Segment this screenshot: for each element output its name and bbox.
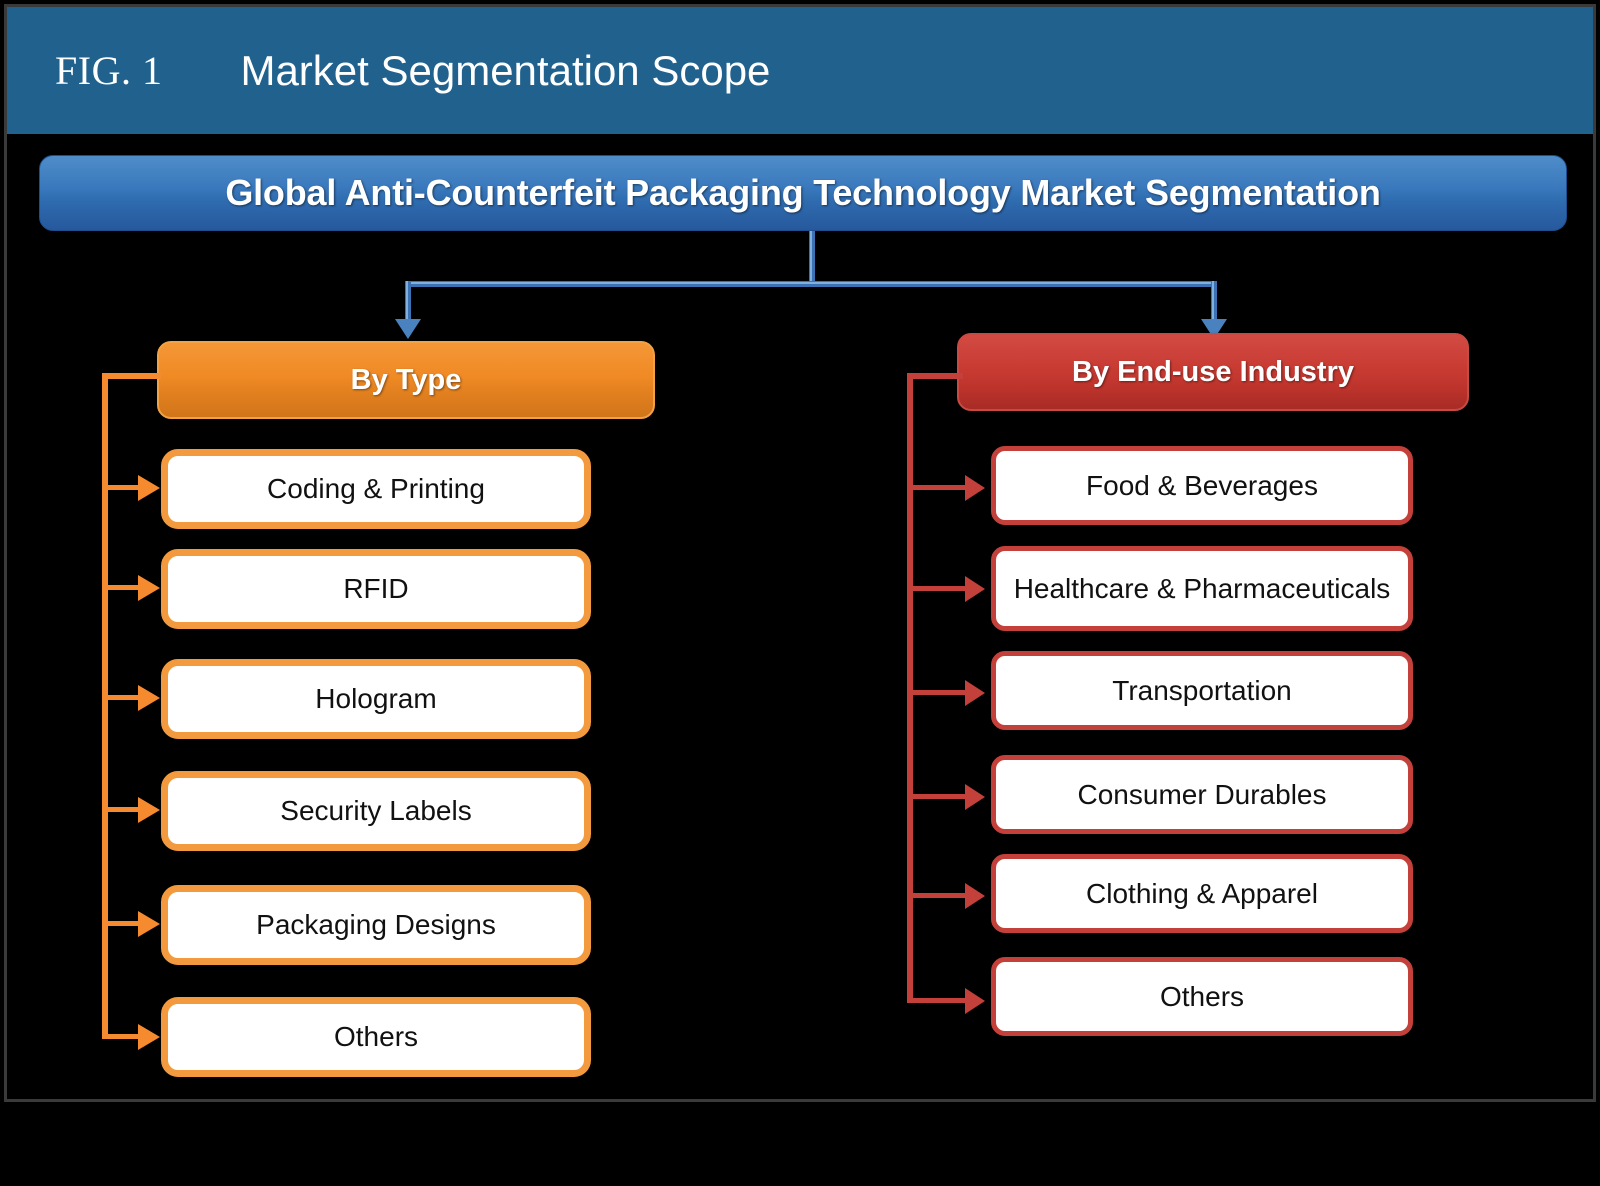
- connector-arrow-left-icon: [395, 319, 421, 339]
- by-industry-item-label: Others: [1159, 980, 1245, 1012]
- by-type-item-label: Others: [333, 1021, 419, 1053]
- by-type-branch-arrow-icon: [138, 1024, 160, 1050]
- by-industry-item-box[interactable]: Clothing & Apparel: [991, 854, 1413, 933]
- by-industry-item-box[interactable]: Food & Beverages: [991, 446, 1413, 525]
- market-segmentation-title-box: Global Anti-Counterfeit Packaging Techno…: [39, 155, 1567, 231]
- by-industry-branch-arrow-icon: [965, 784, 985, 810]
- by-type-branch-arm: [106, 695, 148, 700]
- by-type-branch-arm: [106, 1034, 148, 1039]
- by-type-item-box[interactable]: Hologram: [161, 659, 591, 739]
- by-type-branch-arrow-icon: [138, 797, 160, 823]
- connector-horizontal-bar: [405, 281, 1217, 287]
- by-industry-branch-arrow-icon: [965, 576, 985, 602]
- by-type-spine-top: [102, 373, 161, 379]
- by-type-branch-arrow-icon: [138, 685, 160, 711]
- by-industry-item-box[interactable]: Consumer Durables: [991, 755, 1413, 834]
- by-industry-branch-arm: [911, 690, 967, 695]
- by-industry-item-box[interactable]: Transportation: [991, 651, 1413, 730]
- by-type-branch-arm: [106, 585, 148, 590]
- by-type-branch-arm: [106, 485, 148, 490]
- by-type-branch-arm: [106, 921, 148, 926]
- section-header-by-end-use-industry[interactable]: By End-use Industry: [957, 333, 1469, 411]
- figure-header-band: FIG. 1 Market Segmentation Scope: [7, 7, 1593, 134]
- by-type-item-box[interactable]: Coding & Printing: [161, 449, 591, 529]
- by-type-item-label: Packaging Designs: [256, 909, 496, 941]
- by-type-spine-vertical: [102, 373, 108, 1039]
- by-type-branch-arrow-icon: [138, 575, 160, 601]
- by-industry-item-label: Transportation: [1112, 674, 1292, 706]
- by-industry-branch-arm: [911, 893, 967, 898]
- figure-caption: Market Segmentation Scope: [240, 46, 771, 94]
- section-header-by-type-label: By Type: [350, 363, 462, 396]
- by-industry-branch-arrow-icon: [965, 883, 985, 909]
- by-type-item-box[interactable]: Others: [161, 997, 591, 1077]
- by-industry-branch-arrow-icon: [965, 475, 985, 501]
- by-type-branch-arrow-icon: [138, 911, 160, 937]
- by-industry-branch-arm: [911, 485, 967, 490]
- by-industry-item-box[interactable]: Others: [991, 957, 1413, 1036]
- by-type-item-label: Coding & Printing: [267, 473, 485, 505]
- by-industry-item-label: Food & Beverages: [1086, 469, 1318, 501]
- by-industry-branch-arrow-icon: [965, 680, 985, 706]
- by-type-item-label: Security Labels: [280, 795, 472, 827]
- by-type-item-label: Hologram: [315, 683, 437, 715]
- by-industry-item-label: Clothing & Apparel: [1086, 877, 1318, 909]
- by-industry-item-box[interactable]: Healthcare & Pharmaceuticals: [991, 546, 1413, 631]
- by-industry-branch-arm: [911, 586, 967, 591]
- figure-frame: FIG. 1 Market Segmentation Scope Global …: [4, 4, 1596, 1102]
- market-segmentation-title-text: Global Anti-Counterfeit Packaging Techno…: [225, 172, 1381, 213]
- connector-drop-left: [405, 281, 411, 323]
- by-type-item-box[interactable]: Packaging Designs: [161, 885, 591, 965]
- by-industry-item-label: Consumer Durables: [1077, 778, 1327, 810]
- by-industry-branch-arrow-icon: [965, 988, 985, 1014]
- by-industry-item-label: Healthcare & Pharmaceuticals: [1013, 572, 1391, 604]
- by-type-item-box[interactable]: Security Labels: [161, 771, 591, 851]
- section-header-by-end-use-industry-label: By End-use Industry: [1072, 355, 1354, 388]
- by-type-branch-arrow-icon: [138, 475, 160, 501]
- figure-number: FIG. 1: [55, 48, 163, 93]
- by-industry-branch-arm: [911, 998, 967, 1003]
- by-type-branch-arm: [106, 807, 148, 812]
- by-type-item-label: RFID: [343, 573, 409, 605]
- by-industry-spine-vertical: [907, 373, 913, 1003]
- by-industry-branch-arm: [911, 794, 967, 799]
- by-industry-spine-top: [907, 373, 963, 379]
- section-header-by-type[interactable]: By Type: [157, 341, 655, 419]
- by-type-item-box[interactable]: RFID: [161, 549, 591, 629]
- connector-drop-right: [1211, 281, 1217, 323]
- connector-stem-vertical: [809, 231, 815, 287]
